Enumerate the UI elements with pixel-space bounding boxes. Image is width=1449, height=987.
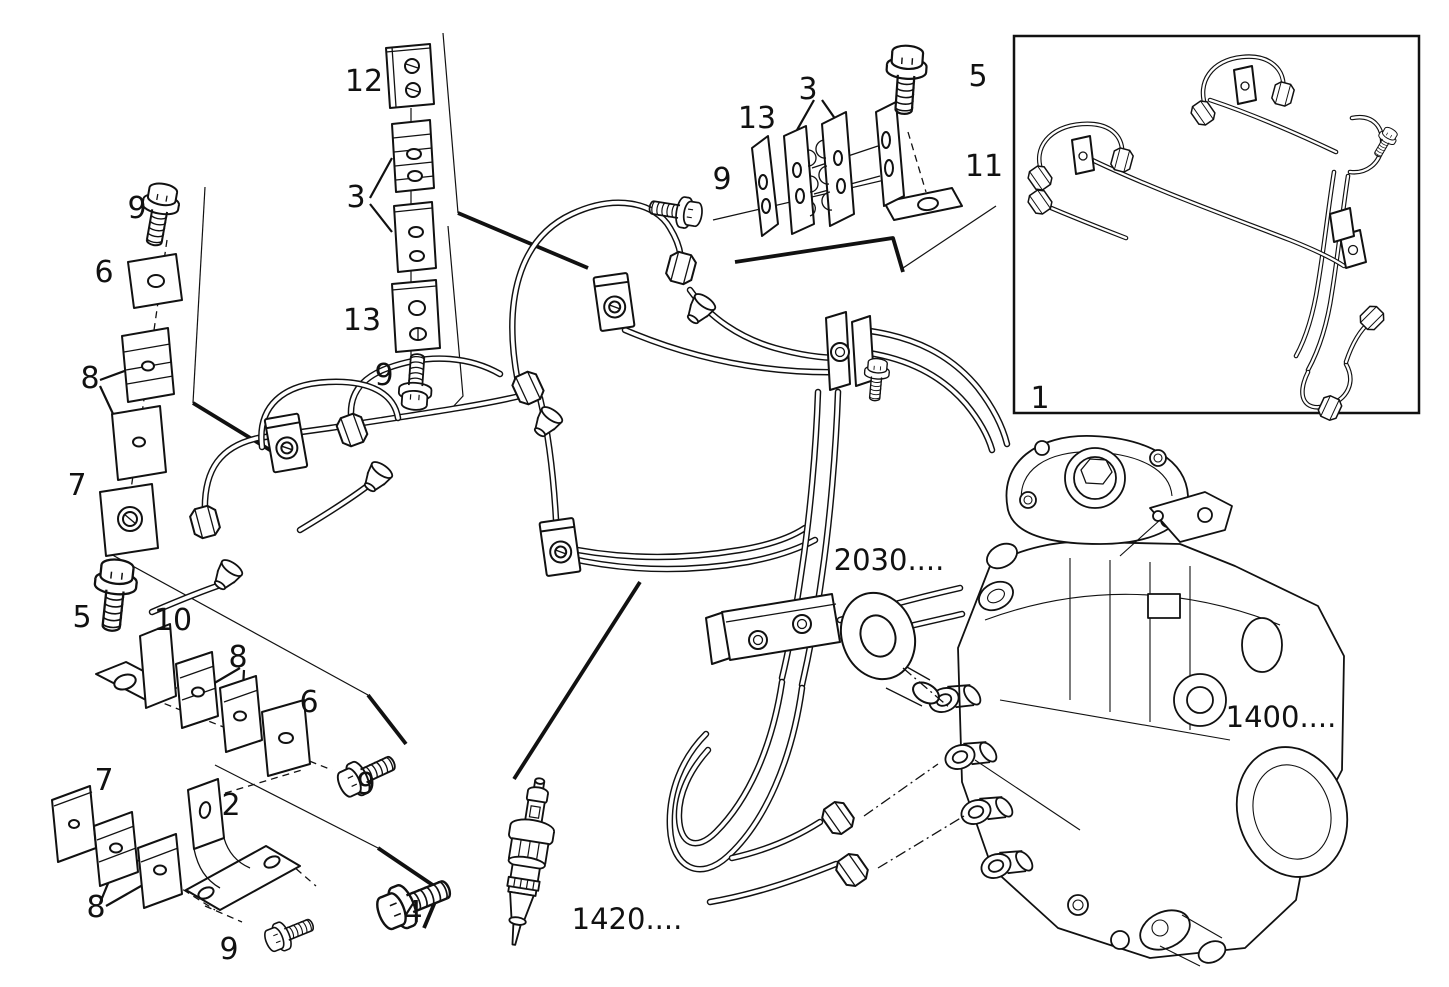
- callout-1-inset: 1: [1030, 381, 1049, 416]
- callouts: 9 6 8 7 12 3 13 9 13 3 9 5 11 5 10 8 6 9…: [67, 59, 1336, 967]
- callout-12-mid-col: 12: [345, 64, 383, 99]
- plate-7: [51, 785, 97, 863]
- bracket-10: [95, 623, 177, 709]
- clamp-8b: [111, 405, 167, 481]
- pad-6: [261, 699, 311, 777]
- plate-13: [751, 135, 779, 237]
- callout-6-left-col: 6: [94, 255, 113, 290]
- clamp-8a: [175, 651, 219, 729]
- callout-7-left-col: 7: [67, 468, 86, 503]
- clamp-8a: [121, 327, 175, 403]
- callout-9-mid-col: 9: [374, 358, 393, 393]
- pad-6: [127, 253, 183, 309]
- callout-4-bottom-2: 4: [403, 895, 422, 930]
- clamp-8b: [219, 675, 263, 753]
- callout-11-top-right: 11: [965, 149, 1003, 184]
- clamp-3b: [815, 111, 855, 227]
- callout-8-bottom-2: 8: [86, 890, 105, 925]
- clamp-3-lower: [393, 201, 437, 273]
- group-bottom-left-2: [51, 778, 459, 957]
- callout-5-top-right: 5: [968, 59, 987, 94]
- callout-6-bottom-1: 6: [299, 685, 318, 720]
- callout-13-top-right: 13: [738, 101, 776, 136]
- bracket-2: [185, 778, 301, 911]
- group-middle-column: [385, 43, 441, 412]
- callout-9-left-col: 9: [127, 191, 146, 226]
- clamp-3-upper: [391, 119, 435, 193]
- bracket-11: [875, 101, 963, 221]
- callout-9-bottom-1: 9: [356, 767, 375, 802]
- callout-9-top-right: 9: [712, 162, 731, 197]
- fuel-injector: [506, 777, 556, 946]
- clamp-8b: [137, 833, 183, 909]
- injection-pump: [924, 435, 1349, 967]
- pipe-support-bracket: [705, 593, 841, 665]
- clamp-3a: [783, 125, 819, 235]
- plate-12: [385, 43, 435, 109]
- group-bottom-left-1: [89, 556, 402, 804]
- alignment-lines: [863, 667, 965, 869]
- part-ref-injector: 1420....: [572, 902, 683, 936]
- nut-plate-7: [99, 483, 159, 557]
- pipe-clamp: [538, 516, 582, 578]
- pipe-clamp: [592, 271, 636, 333]
- inset-assembly-box: [1012, 34, 1421, 424]
- callout-7-bottom-2: 7: [94, 763, 113, 798]
- part-ref-pump: 1400....: [1226, 700, 1337, 734]
- group-left-column: [99, 179, 184, 557]
- banjo-union: [839, 591, 940, 707]
- inset-fittings: [1024, 65, 1401, 424]
- callout-2-bottom-2: 2: [221, 788, 240, 823]
- callout-8-bottom-1: 8: [228, 640, 247, 675]
- callout-3-mid-col: 3: [346, 180, 365, 215]
- block-13: [391, 279, 441, 353]
- callout-5-bottom-1: 5: [72, 600, 91, 635]
- part-ref-banjo: 2030....: [834, 543, 945, 577]
- callout-9-bottom-2: 9: [219, 932, 238, 967]
- callout-13-mid-col: 13: [343, 303, 381, 338]
- callout-8-left-col: 8: [80, 361, 99, 396]
- callout-3-top-right: 3: [798, 72, 817, 107]
- pipe-fittings: [187, 249, 891, 891]
- inset-pipes: [1036, 54, 1385, 410]
- clamp-8a: [93, 811, 139, 887]
- group-top-right: [646, 43, 963, 237]
- callout-10-bottom-1: 10: [154, 603, 192, 638]
